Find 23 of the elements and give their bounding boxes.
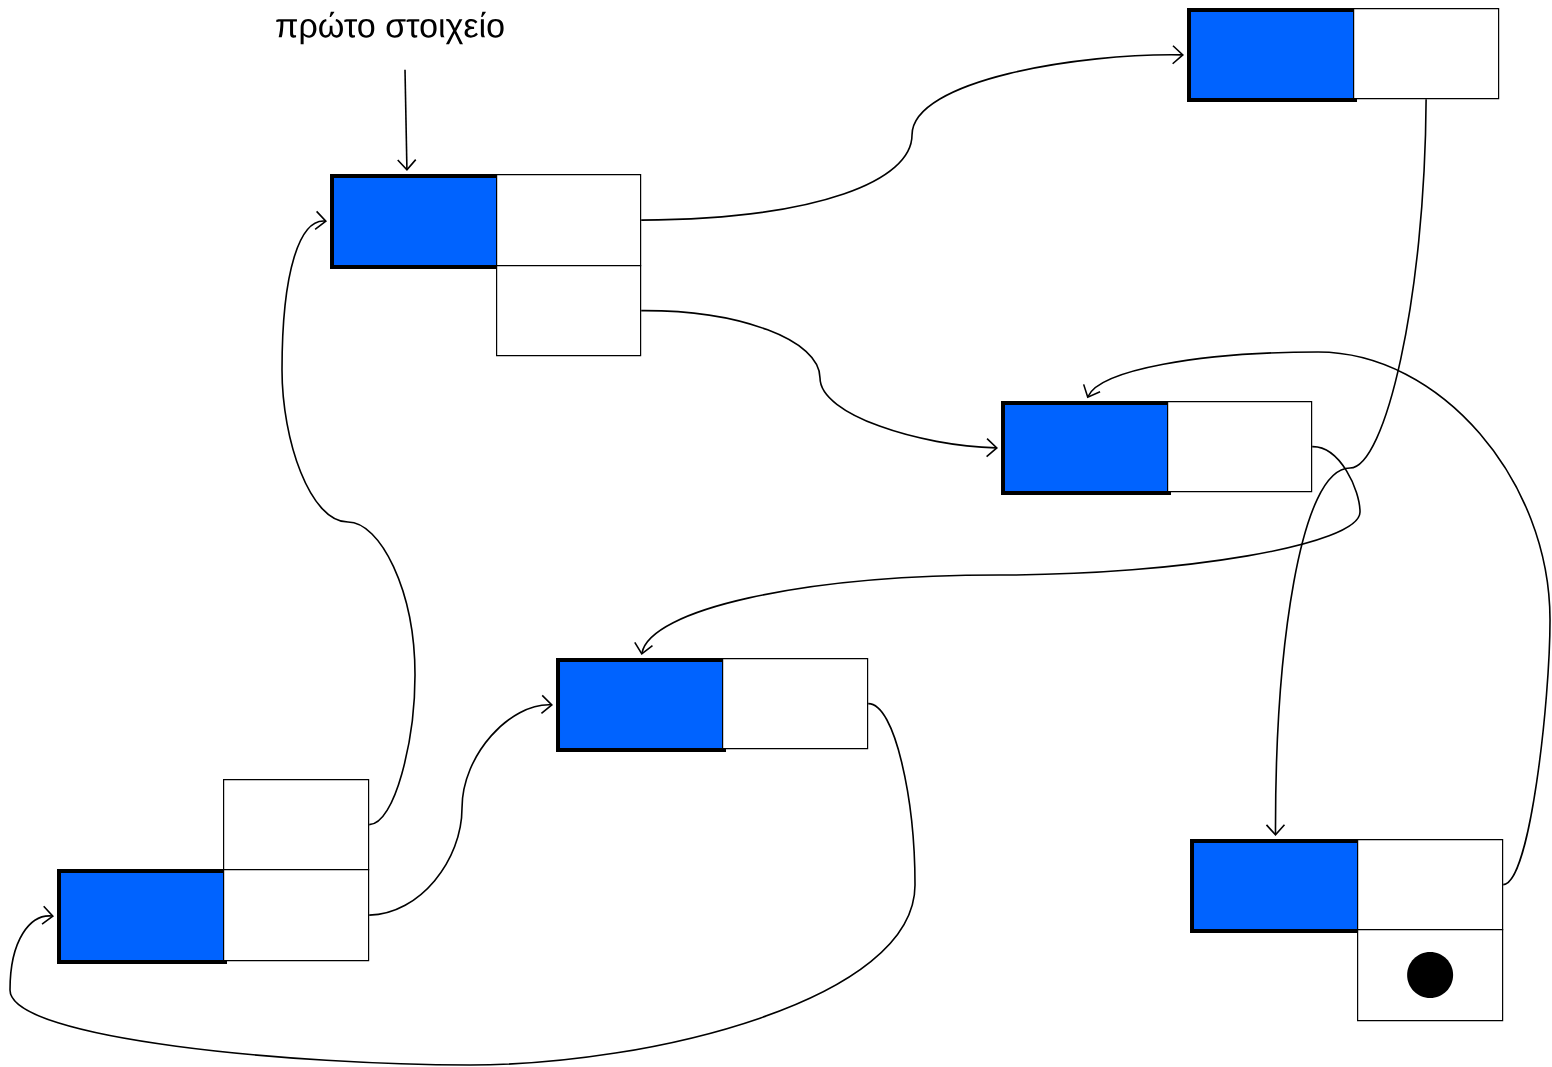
pointer-box [1357, 839, 1504, 931]
pointer-box [496, 265, 642, 357]
null-dot [1407, 952, 1454, 999]
data-box [1187, 8, 1357, 102]
data-box [1001, 401, 1171, 495]
arrow [368, 694, 553, 916]
data-box [556, 658, 726, 752]
pointer-box [1167, 401, 1313, 493]
arrow [281, 210, 416, 826]
arrow [640, 309, 998, 458]
arrow [1265, 98, 1427, 836]
pointer-box [722, 658, 869, 750]
pointer-box [496, 174, 642, 267]
data-box [57, 869, 227, 964]
pointer-box [223, 869, 370, 962]
arrow [396, 68, 417, 171]
pointer-box [1353, 8, 1500, 100]
arrow [640, 44, 1184, 221]
arrow [1082, 351, 1551, 886]
pointer-box [223, 779, 370, 871]
label-text: πρώτο στοιχείο [276, 11, 504, 45]
arrow [9, 702, 916, 1066]
arrow [634, 445, 1361, 656]
